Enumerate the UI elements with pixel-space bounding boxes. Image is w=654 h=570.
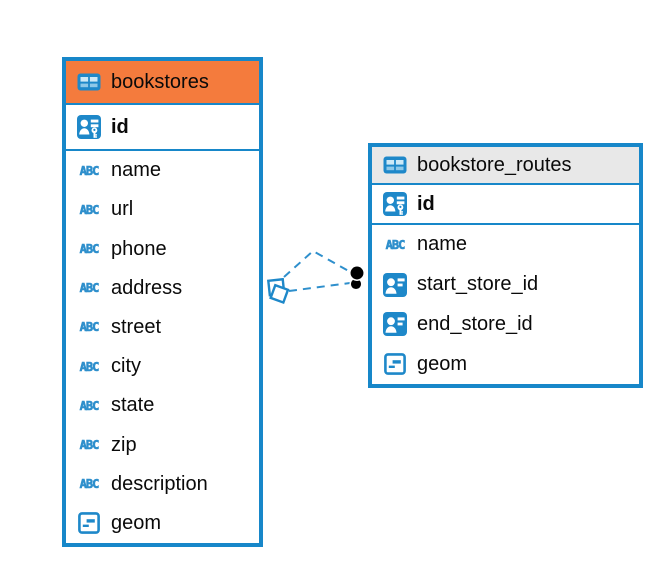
entity-table-bookstore-routes[interactable]: bookstore_routes id ABC name start_store… (368, 143, 643, 388)
primary-key-icon (74, 115, 104, 139)
text-type-icon: ABC (79, 281, 99, 296)
object-type-icon (74, 512, 104, 535)
text-type-icon: ABC (79, 320, 99, 335)
column-name: address (111, 276, 183, 299)
column-row-id[interactable]: id (66, 105, 259, 151)
text-type-icon: ABC (79, 398, 99, 414)
column-row-geom[interactable]: geom (66, 504, 259, 543)
text-type-icon: ABC (79, 438, 99, 453)
table-name: bookstores (111, 70, 209, 93)
column-name: zip (111, 433, 137, 456)
relation-diamond-marker (266, 277, 290, 305)
column-name: start_store_id (417, 273, 539, 296)
column-name: name (417, 233, 468, 256)
column-row-url[interactable]: ABC url (66, 190, 259, 229)
column-list: ABC name ABC url ABC phone ABC address A… (66, 151, 259, 543)
column-row-street[interactable]: ABC street (66, 308, 259, 347)
text-type-icon: ABC (79, 477, 99, 492)
column-row-id[interactable]: id (372, 185, 639, 225)
primary-key-icon (380, 192, 410, 216)
table-name: bookstore_routes (417, 153, 572, 176)
column-row-name[interactable]: ABC name (66, 151, 259, 190)
column-row-geom[interactable]: geom (372, 344, 639, 384)
column-name: phone (111, 237, 167, 260)
text-type-icon: ABC (385, 237, 405, 253)
text-type-icon: ABC (79, 202, 99, 217)
column-name: id (417, 192, 435, 215)
foreign-key-icon (380, 272, 410, 297)
table-icon (74, 73, 104, 91)
text-type-icon: ABC (79, 242, 99, 257)
column-name: name (111, 159, 162, 182)
column-name: geom (111, 511, 162, 534)
relation-dot-marker (349, 265, 365, 291)
table-header-bookstore-routes[interactable]: bookstore_routes (372, 147, 639, 185)
text-type-icon: ABC (79, 163, 99, 178)
column-row-address[interactable]: ABC address (66, 269, 259, 308)
column-row-description[interactable]: ABC description (66, 465, 259, 504)
column-name: street (111, 315, 162, 338)
column-list: ABC name start_store_id end_store_id geo… (372, 225, 639, 384)
relation-line-end-store[interactable] (288, 282, 351, 292)
column-row-start-store-id[interactable]: start_store_id (372, 265, 639, 305)
column-name: end_store_id (417, 312, 533, 335)
text-type-icon: ABC (79, 359, 99, 374)
table-icon (380, 156, 410, 174)
entity-table-bookstores[interactable]: bookstores id ABC name ABC url ABC phone… (62, 57, 263, 547)
column-name: geom (417, 352, 468, 375)
column-name: state (111, 394, 155, 417)
column-row-phone[interactable]: ABC phone (66, 229, 259, 268)
column-row-city[interactable]: ABC city (66, 347, 259, 386)
column-row-end-store-id[interactable]: end_store_id (372, 305, 639, 345)
column-name: city (111, 355, 141, 378)
object-type-icon (380, 353, 410, 376)
column-row-zip[interactable]: ABC zip (66, 425, 259, 464)
foreign-key-icon (380, 312, 410, 337)
column-name: description (111, 472, 208, 495)
column-name: url (111, 198, 134, 221)
column-row-name[interactable]: ABC name (372, 225, 639, 265)
column-name: id (111, 115, 129, 138)
table-header-bookstores[interactable]: bookstores (66, 61, 259, 105)
relation-line-start-store[interactable] (283, 249, 355, 278)
column-row-state[interactable]: ABC state (66, 386, 259, 425)
